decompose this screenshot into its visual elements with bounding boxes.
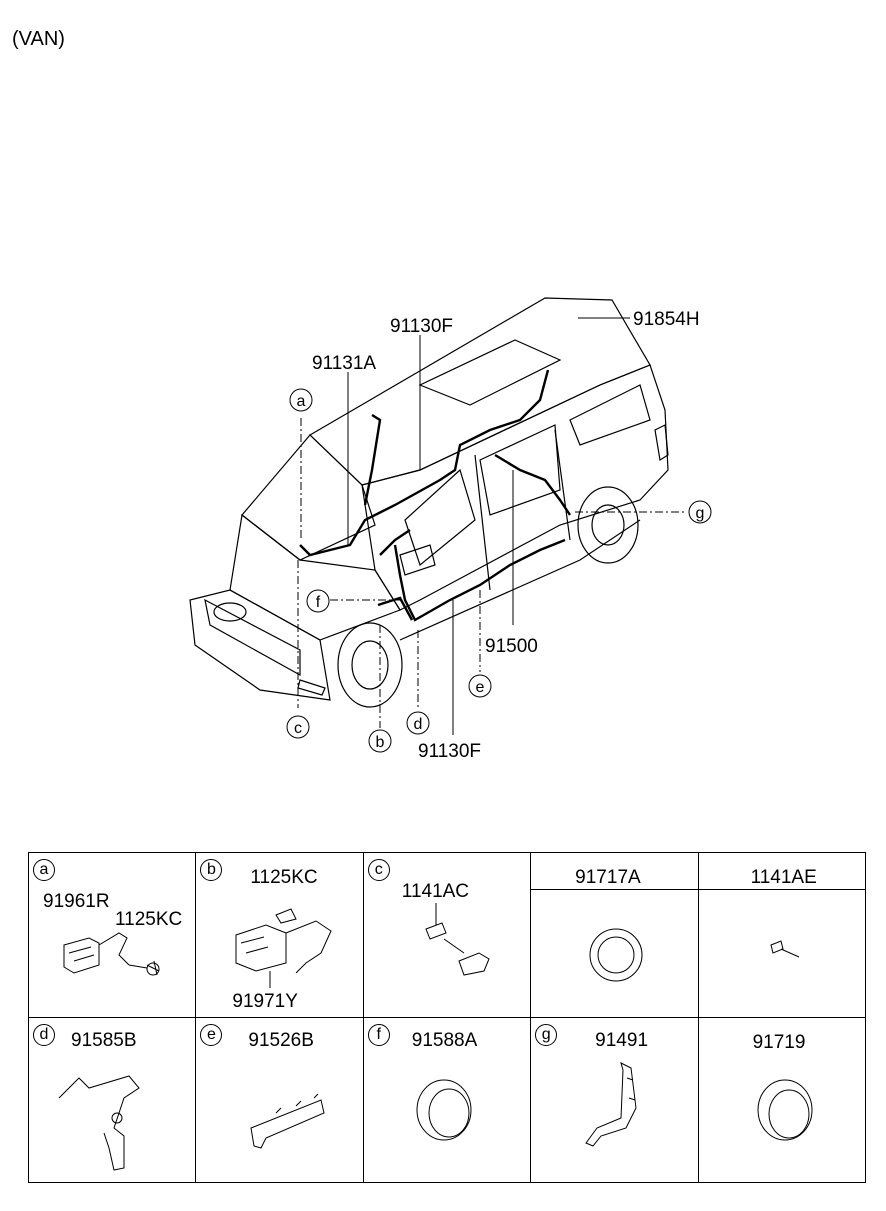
svg-text:f: f bbox=[316, 594, 321, 611]
part-91491: 91491 bbox=[595, 1030, 649, 1051]
connector-bracket-icon bbox=[63, 932, 160, 976]
label-91500: 91500 bbox=[485, 636, 538, 657]
callout-c: c bbox=[286, 715, 310, 739]
part-1141AE: 1141AE bbox=[750, 867, 817, 888]
cell-a: a 91961R 1125KC bbox=[27, 852, 197, 1018]
part-91588A: 91588A bbox=[411, 1030, 478, 1051]
svg-text:e: e bbox=[476, 679, 485, 696]
label-91130F-bottom: 91130F bbox=[418, 741, 481, 762]
cell-letter-d: d bbox=[33, 1024, 55, 1046]
cell-91717A: 91717A bbox=[530, 852, 699, 1018]
callout-bubbles: a c b d e f g bbox=[286, 388, 712, 753]
label-leaders bbox=[347, 317, 630, 735]
van-body bbox=[189, 297, 669, 708]
van-wiring-diagram: a c b d e f g 91854H 91130F 91131A 91500… bbox=[189, 297, 712, 762]
plug-cap-icon bbox=[757, 1079, 813, 1141]
clip-rail-icon bbox=[250, 1093, 325, 1149]
callout-e: e bbox=[468, 674, 492, 698]
part-91717A: 91717A bbox=[575, 867, 641, 888]
cell-e: e 91526B bbox=[195, 1017, 364, 1183]
part-91971Y: 91971Y bbox=[232, 991, 298, 1012]
label-91854H: 91854H bbox=[633, 309, 700, 330]
cell-91719: 91719 bbox=[697, 1017, 867, 1183]
parts-table: a 91961R 1125KC b 1125KC 91971Y bbox=[27, 852, 867, 1183]
part-91585B: 91585B bbox=[71, 1030, 137, 1051]
cell-c: c 1141AC bbox=[362, 852, 532, 1018]
cell-letter-a: a bbox=[33, 859, 55, 881]
relay-bracket-icon bbox=[235, 908, 333, 988]
cell-b: b 1125KC 91971Y bbox=[195, 852, 364, 1018]
svg-text:d: d bbox=[414, 716, 423, 733]
header-divider bbox=[531, 889, 698, 890]
part-1125KC-b: 1125KC bbox=[250, 867, 318, 888]
variant-label: (VAN) bbox=[12, 28, 65, 50]
cell-letter-e: e bbox=[200, 1024, 223, 1046]
cell-g: g 91491 bbox=[530, 1017, 699, 1183]
part-1141AC: 1141AC bbox=[401, 881, 470, 902]
cell-letter-g: g bbox=[535, 1024, 558, 1046]
callout-f: f bbox=[306, 589, 330, 613]
part-91526B: 91526B bbox=[248, 1030, 314, 1051]
cell-letter-f: f bbox=[367, 1024, 390, 1046]
part-1125KC-a: 1125KC bbox=[115, 909, 183, 930]
svg-text:c: c bbox=[294, 720, 302, 737]
callout-b: b bbox=[368, 729, 392, 753]
grommet-ring-icon bbox=[589, 928, 643, 982]
part-number-labels: 91854H 91130F 91131A 91500 91130F bbox=[312, 309, 700, 762]
cell-1141AE: 1141AE bbox=[697, 852, 867, 1018]
plug-cap-icon bbox=[416, 1079, 472, 1141]
callout-g: g bbox=[688, 500, 712, 524]
callout-leaders bbox=[297, 418, 685, 728]
wiring-harness bbox=[299, 369, 571, 622]
svg-text:b: b bbox=[376, 734, 385, 751]
bracket-d-icon bbox=[58, 1075, 140, 1171]
header-divider bbox=[698, 889, 865, 890]
svg-text:g: g bbox=[696, 505, 705, 522]
cell-d: d 91585B bbox=[27, 1017, 197, 1183]
cell-letter-c: c bbox=[367, 859, 390, 881]
cell-f: f 91588A bbox=[362, 1017, 532, 1183]
screw-clip-icon bbox=[425, 903, 490, 976]
part-91961R: 91961R bbox=[43, 891, 110, 912]
part-91719: 91719 bbox=[752, 1032, 806, 1053]
label-91130F-top: 91130F bbox=[390, 316, 453, 337]
screw-icon bbox=[769, 940, 799, 958]
label-91131A: 91131A bbox=[312, 353, 376, 374]
protector-icon bbox=[585, 1062, 637, 1147]
svg-text:a: a bbox=[297, 393, 306, 410]
callout-d: d bbox=[406, 711, 430, 735]
cell-letter-b: b bbox=[200, 859, 223, 881]
callout-a: a bbox=[289, 388, 313, 412]
